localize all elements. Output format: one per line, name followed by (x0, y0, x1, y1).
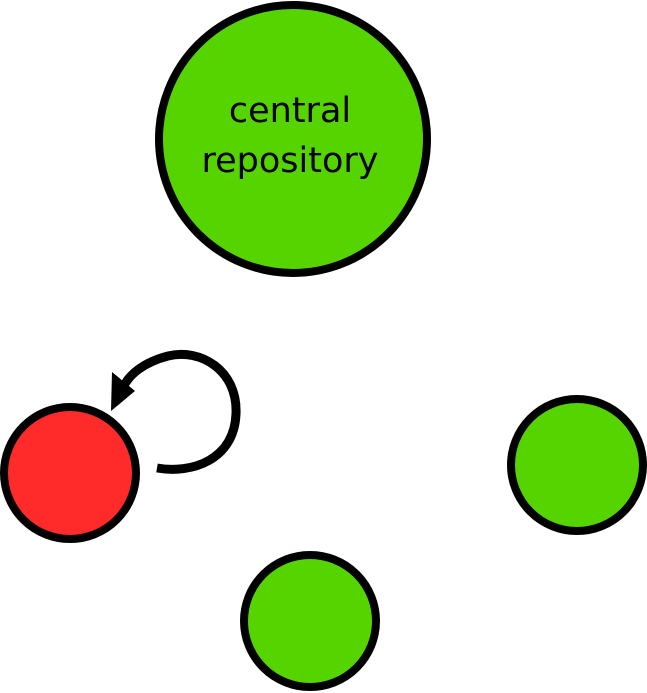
self-loop-arrowhead (111, 372, 135, 411)
central-repository-label-line2: repository (202, 141, 379, 181)
local-node-bottom (240, 551, 380, 691)
local-node-left (0, 403, 140, 543)
central-repository-circle (155, 1, 431, 277)
central-repository-node: central repository (155, 1, 431, 277)
local-node-right (507, 395, 647, 535)
circular-arrow-icon (111, 350, 241, 474)
central-repository-label-line1: central (229, 91, 351, 131)
self-loop-arc (117, 350, 241, 474)
